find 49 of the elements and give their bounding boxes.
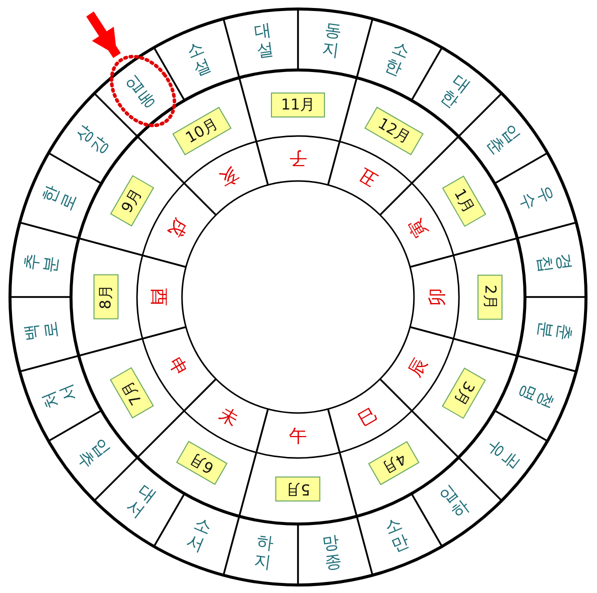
solar-term: 백로 <box>22 320 62 342</box>
month-tag: 7月 <box>110 367 154 419</box>
earthly-branch: 卯 <box>425 288 449 306</box>
solar-term: 추분 <box>22 252 62 274</box>
month-tag: 1月 <box>442 175 486 227</box>
month-tag: 8月 <box>94 274 118 320</box>
month-tag: 10月 <box>172 106 232 156</box>
earthly-branch: 戌 <box>162 214 192 242</box>
solar-term: 대서 <box>122 482 160 522</box>
month-tag: 5月 <box>276 476 320 502</box>
month-tag: 4月 <box>368 441 420 486</box>
month-tag: 11月 <box>270 92 326 118</box>
solar-term: 춘분 <box>534 320 574 342</box>
solar-term: 처서 <box>39 380 80 411</box>
solar-term: 소한 <box>382 38 412 80</box>
earthly-branch: 酉 <box>147 288 171 306</box>
solar-term: 소서 <box>184 514 214 556</box>
solar-term: 곡우 <box>482 436 523 472</box>
solar-term: 경칩 <box>534 252 574 274</box>
earthly-branch: 子 <box>289 146 307 170</box>
earthly-branch: 寅 <box>403 214 434 242</box>
month-tag: 3月 <box>442 367 486 419</box>
solar-term: 입동 <box>122 72 160 112</box>
earthly-branch: 午 <box>289 424 307 448</box>
solar-term: 입추 <box>73 436 114 472</box>
solar-term: 망종 <box>320 533 343 572</box>
earthly-branch: 申 <box>162 352 192 380</box>
solar-term: 청명 <box>516 380 557 411</box>
solar-term: 상강 <box>73 122 114 158</box>
solar-term: 동지 <box>320 22 343 61</box>
solar-term: 하지 <box>253 533 276 572</box>
arrow <box>86 12 121 58</box>
solar-term: 한로 <box>39 183 80 214</box>
solar-term: 대한 <box>436 72 474 112</box>
earthly-branch: 丑 <box>354 162 382 192</box>
solar-term: 소설 <box>184 38 214 80</box>
earthly-branch: 亥 <box>214 162 242 192</box>
earthly-branch: 未 <box>214 402 242 432</box>
earthly-branch: 巳 <box>354 402 382 432</box>
earthly-branch: 辰 <box>403 352 434 380</box>
solar-term: 입하 <box>436 482 474 522</box>
solar-term: 대설 <box>253 22 276 61</box>
solar-term: 우수 <box>516 183 557 214</box>
month-tag: 9月 <box>110 175 154 227</box>
month-tag: 6月 <box>176 441 228 486</box>
solar-term: 입춘 <box>482 122 523 158</box>
solar-term: 소만 <box>382 514 412 556</box>
month-tag: 12月 <box>364 106 424 156</box>
month-tag: 2月 <box>478 274 502 320</box>
